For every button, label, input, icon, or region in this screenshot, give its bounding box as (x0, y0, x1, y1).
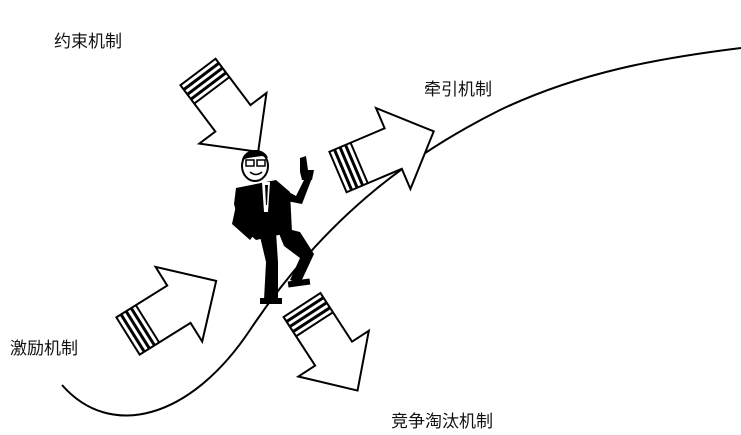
elimination-mechanism-label: 竞争淘汰机制 (391, 412, 493, 432)
incentive-arrow (114, 265, 218, 357)
incentive-mechanism-label: 激励机制 (10, 339, 78, 359)
elimination-arrow (282, 291, 371, 392)
businessman-climbing-icon (232, 149, 314, 304)
growth-curve (61, 47, 741, 417)
constraint-arrow (179, 57, 268, 153)
traction-arrow (328, 106, 436, 194)
traction-mechanism-label: 牵引机制 (424, 80, 492, 100)
constraint-mechanism-label: 约束机制 (54, 32, 122, 52)
